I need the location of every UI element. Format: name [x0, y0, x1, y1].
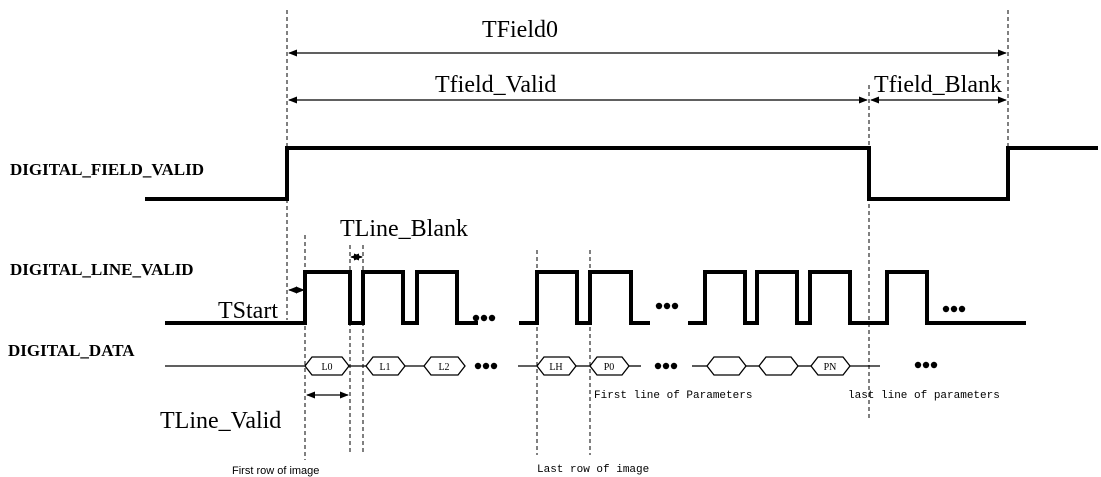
- data-cell-l1-label: L1: [379, 362, 390, 373]
- field-valid-signal-label: DIGITAL_FIELD_VALID: [10, 160, 204, 179]
- data-cell-pn-label: PN: [824, 362, 837, 373]
- data-cell-l1: [365, 356, 406, 376]
- tline-valid-label: TLine_Valid: [160, 408, 281, 434]
- data-ellipsis-1: [474, 362, 498, 370]
- tfield-valid-label: Tfield_Valid: [435, 72, 556, 98]
- data-cell-lh-label: LH: [549, 362, 562, 373]
- data-cell-p0: [589, 356, 630, 376]
- line-valid-ellipsis-2: [655, 302, 679, 310]
- tfield0-label: TField0: [482, 17, 558, 43]
- line-valid-ellipsis-3: [942, 305, 966, 313]
- line-valid-signal-label: DIGITAL_LINE_VALID: [10, 260, 194, 279]
- first-param-note: First line of Parameters: [594, 390, 752, 402]
- data-ellipsis-2: [654, 362, 678, 370]
- line-valid-waveform-3: [688, 270, 1026, 325]
- data-cell-l0-label: L0: [321, 362, 332, 373]
- data-signal-label: DIGITAL_DATA: [8, 341, 135, 360]
- data-cell-l2: [423, 356, 466, 376]
- data-cell-l2-label: L2: [438, 362, 449, 373]
- line-valid-ellipsis-1: [472, 314, 496, 322]
- data-ellipsis-3: [914, 361, 938, 369]
- field-valid-waveform: [145, 146, 1098, 201]
- data-cell-l0: [304, 356, 350, 376]
- last-row-note: Last row of image: [537, 464, 649, 476]
- tline-blank-label: TLine_Blank: [340, 216, 468, 242]
- first-row-note: First row of image: [232, 465, 319, 477]
- tfield-blank-label: Tfield_Blank: [874, 72, 1002, 98]
- last-param-note: last line of parameters: [848, 390, 1000, 402]
- data-cell: [758, 356, 799, 376]
- tstart-label: TStart: [218, 298, 278, 324]
- line-valid-waveform-2: [519, 270, 650, 325]
- data-cell-pn: [810, 356, 851, 376]
- data-cell-lh: [536, 356, 577, 376]
- data-cell-p0-label: P0: [604, 362, 615, 373]
- data-cell: [706, 356, 747, 376]
- line-valid-waveform-1: [165, 270, 478, 325]
